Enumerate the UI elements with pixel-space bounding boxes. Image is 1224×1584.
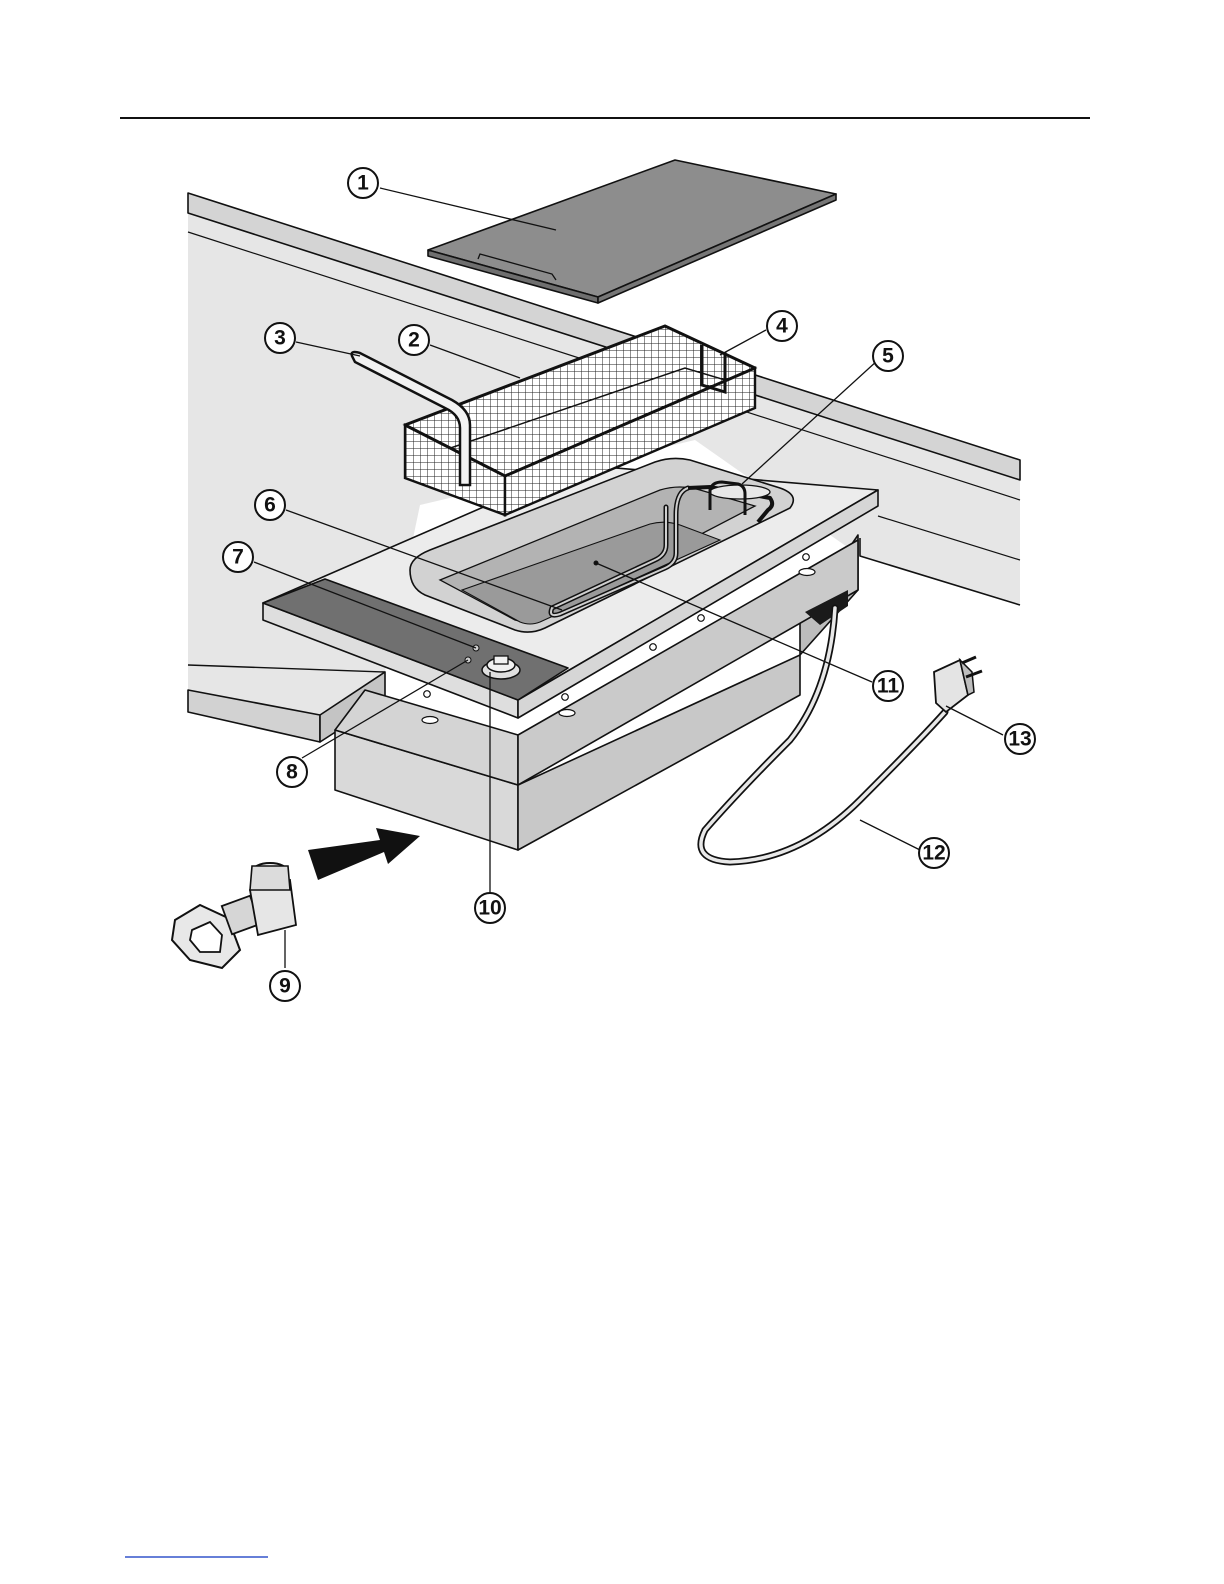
callout-6: 6 <box>255 490 285 520</box>
callout-3: 3 <box>265 323 295 353</box>
callout-label: 1 <box>357 172 369 195</box>
callout-12: 12 <box>919 838 949 868</box>
callout-label: 6 <box>264 494 276 517</box>
valve-icon[interactable] <box>172 863 296 968</box>
callout-label: 9 <box>279 975 291 998</box>
callout-label: 10 <box>478 897 501 920</box>
callout-label: 5 <box>882 345 894 368</box>
callout-label: 11 <box>877 675 900 698</box>
callout-label: 4 <box>776 315 788 338</box>
callout-8: 8 <box>277 757 307 787</box>
callout-label: 12 <box>922 842 945 865</box>
callout-7: 7 <box>223 542 253 572</box>
arrow-right-icon <box>308 828 420 880</box>
callout-label: 3 <box>274 327 286 350</box>
callout-9: 9 <box>270 971 300 1001</box>
callout-2: 2 <box>399 325 429 355</box>
plug-icon <box>934 657 982 712</box>
callout-label: 7 <box>232 546 244 569</box>
callout-1: 1 <box>348 168 378 198</box>
callout-5: 5 <box>873 341 903 371</box>
callout-label: 13 <box>1008 728 1031 751</box>
callout-4: 4 <box>767 311 797 341</box>
callout-13: 13 <box>1005 724 1035 754</box>
callout-10: 10 <box>475 893 505 923</box>
callout-label: 2 <box>408 329 420 352</box>
callout-11: 11 <box>873 671 903 701</box>
callout-label: 8 <box>286 761 298 784</box>
lid[interactable] <box>428 160 836 303</box>
